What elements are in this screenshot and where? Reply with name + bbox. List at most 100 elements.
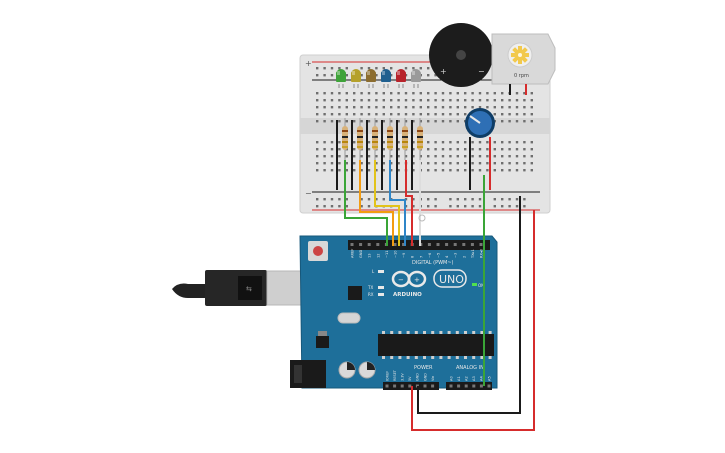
digital-pin-label: ~3 (454, 253, 458, 258)
breadboard-hole (330, 155, 334, 158)
breadboard-hole (353, 113, 356, 116)
breadboard-hole (427, 120, 430, 123)
breadboard-hole (501, 92, 504, 95)
breadboard-hole (515, 106, 519, 109)
resistor[interactable] (402, 118, 408, 160)
svg-text:RX: RX (368, 292, 374, 297)
resistor[interactable] (357, 118, 363, 160)
digital-pin-label: GND (359, 250, 363, 258)
breadboard-hole (486, 155, 489, 158)
breadboard-hole (404, 67, 408, 70)
breadboard-hole (464, 92, 467, 95)
breadboard-hole (390, 67, 393, 70)
resistor[interactable] (387, 118, 393, 160)
breadboard-hole (323, 120, 326, 123)
breadboard-hole (434, 148, 437, 151)
led[interactable] (411, 69, 421, 88)
wire-yellow-pin11[interactable] (374, 175, 400, 246)
usb-cable[interactable]: ⇆ (172, 270, 302, 306)
breadboard-hole (515, 198, 519, 201)
breadboard-hole (323, 67, 326, 70)
wire-orange-pin12[interactable] (359, 175, 394, 246)
breadboard-hole (508, 141, 511, 144)
breadboard-hole (515, 205, 519, 208)
uno-label: UNO (439, 273, 464, 286)
led[interactable] (336, 69, 346, 88)
breadboard-hole (478, 169, 482, 172)
breadboard-hole (382, 141, 385, 144)
buzzer-hole (456, 50, 466, 60)
breadboard-hole (501, 99, 504, 102)
breadboard-hole (434, 74, 437, 77)
breadboard-hole (434, 106, 437, 109)
breadboard-hole (434, 113, 437, 116)
breadboard-hole (353, 148, 356, 151)
breadboard-hole (338, 106, 341, 109)
breadboard-hole (316, 155, 319, 158)
piezo-buzzer[interactable]: + − (429, 23, 493, 87)
breadboard-hole (471, 162, 474, 165)
dc-jack-inner (294, 365, 302, 383)
breadboard-hole (456, 113, 459, 116)
power-pin-label: Vin (431, 376, 435, 381)
breadboard-hole (338, 113, 341, 116)
breadboard-hole (523, 162, 526, 165)
resistor-group (342, 118, 423, 160)
breadboard-hole (323, 141, 326, 144)
wire-black-gnd[interactable] (417, 196, 521, 414)
breadboard-hole (316, 120, 319, 123)
breadboard-hole (375, 67, 378, 70)
wires[interactable] (344, 175, 535, 431)
breadboard-hole (523, 155, 526, 158)
breadboard-hole (382, 198, 385, 201)
svg-text:TX: TX (367, 285, 373, 290)
breadboard-hole (375, 106, 378, 109)
breadboard-hole (338, 205, 341, 208)
breadboard-hole (382, 67, 385, 70)
breadboard-hole (353, 99, 356, 102)
wire-red-5v[interactable] (411, 210, 535, 431)
led[interactable] (366, 69, 376, 88)
breadboard-hole (449, 92, 452, 95)
breadboard-hole (449, 113, 452, 116)
breadboard-hole (523, 113, 526, 116)
potentiometer[interactable] (465, 108, 495, 190)
breadboard-hole (360, 155, 363, 158)
atmega-chip (378, 334, 494, 356)
buzzer-minus-label: − (478, 67, 485, 76)
dc-motor[interactable]: 0 rpm (491, 33, 556, 95)
breadboard-hole (345, 205, 348, 208)
breadboard-hole (316, 162, 319, 165)
led[interactable] (351, 69, 361, 88)
breadboard-hole (441, 169, 445, 172)
breadboard-hole (530, 148, 533, 151)
breadboard-hole (397, 169, 400, 172)
breadboard-hole (464, 106, 467, 109)
resistor[interactable] (417, 118, 423, 160)
power-pin-label: GND (416, 373, 420, 381)
led[interactable] (396, 69, 406, 88)
digital-pin-label: ~5 (437, 253, 441, 258)
resistor[interactable] (342, 118, 348, 160)
breadboard-hole (360, 74, 363, 77)
wire-red-pin9[interactable] (405, 175, 413, 246)
resistor[interactable] (372, 118, 378, 160)
wire-blue-pin10[interactable] (389, 175, 406, 246)
breadboard-hole (464, 162, 467, 165)
power-pin-label: RESET (393, 369, 397, 381)
wire-green-pin13[interactable] (344, 175, 388, 246)
led[interactable] (381, 69, 391, 88)
breadboard-hole (316, 205, 319, 208)
breadboard-hole (360, 67, 363, 70)
breadboard-hole (486, 92, 489, 95)
breadboard-hole (419, 120, 422, 123)
reset-button[interactable] (313, 246, 323, 256)
breadboard-hole (404, 106, 408, 109)
breadboard-hole (323, 155, 326, 158)
breadboard-hole (441, 106, 445, 109)
breadboard-hole (478, 205, 482, 208)
breadboard-hole (508, 205, 511, 208)
